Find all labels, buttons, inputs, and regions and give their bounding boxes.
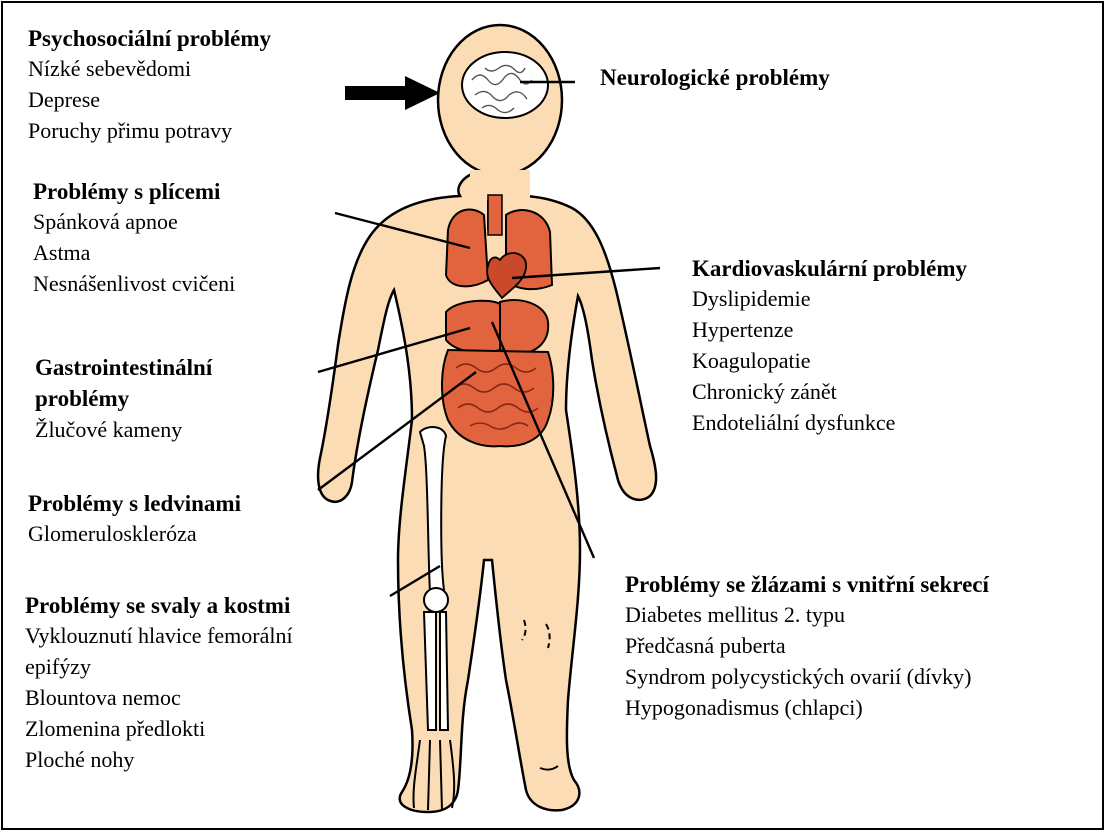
group-neurological: Neurologické problémy [600, 63, 830, 92]
group-cardiovascular: Kardiovaskulární problémy Dyslipidemie H… [692, 254, 967, 438]
stomach-icon [446, 300, 548, 354]
group-lungs: Problémy s plícemi Spánková apnoe Astma … [33, 177, 235, 299]
list-item: epifýzy [25, 651, 293, 682]
list-item: Hypogonadismus (chlapci) [625, 692, 989, 723]
group-title: Problémy s ledvinami [28, 489, 241, 518]
list-item: Zlomenina předlokti [25, 713, 293, 744]
group-title: Kardiovaskulární problémy [692, 254, 967, 283]
group-psychosocial: Psychosociální problémy Nízké sebevědomi… [28, 24, 271, 146]
list-item: Glomeruloskleróza [28, 518, 241, 549]
group-endocrine: Problémy se žlázami s vnitřní sekrecí Di… [625, 570, 989, 723]
list-item: Nesnášenlivost cvičeni [33, 268, 235, 299]
arrow-right-icon [345, 76, 440, 110]
list-item: Vyklouznutí hlavice femorální [25, 620, 293, 651]
list-item: Žlučové kameny [35, 414, 212, 445]
intestines-icon [442, 350, 553, 446]
list-item: Syndrom polycystických ovarií (dívky) [625, 661, 989, 692]
list-item: Dyslipidemie [692, 283, 967, 314]
group-gastrointestinal: Gastrointestinální problémy Žlučové kame… [35, 352, 212, 445]
list-item: Blountova nemoc [25, 682, 293, 713]
group-kidneys: Problémy s ledvinami Glomeruloskleróza [28, 489, 241, 549]
group-title: Problémy se svaly a kostmi [25, 591, 293, 620]
group-title: Problémy s plícemi [33, 177, 235, 206]
group-title: Psychosociální problémy [28, 24, 271, 53]
group-title-continued: problémy [35, 383, 212, 414]
list-item: Hypertenze [692, 314, 967, 345]
list-item: Deprese [28, 84, 271, 115]
list-item: Endoteliální dysfunkce [692, 407, 967, 438]
group-musculoskeletal: Problémy se svaly a kostmi Vyklouznutí h… [25, 591, 293, 775]
group-title: Neurologické problémy [600, 63, 830, 92]
brain-icon [462, 52, 548, 118]
list-item: Ploché nohy [25, 744, 293, 775]
list-item: Poruchy přimu potravy [28, 115, 271, 146]
list-item: Předčasná puberta [625, 630, 989, 661]
list-item: Spánková apnoe [33, 206, 235, 237]
list-item: Chronický zánět [692, 376, 967, 407]
list-item: Koagulopatie [692, 345, 967, 376]
list-item: Nízké sebevědomi [28, 53, 271, 84]
group-title: Gastrointestinální [35, 352, 212, 383]
list-item: Astma [33, 237, 235, 268]
group-title: Problémy se žlázami s vnitřní sekrecí [625, 570, 989, 599]
list-item: Diabetes mellitus 2. typu [625, 599, 989, 630]
